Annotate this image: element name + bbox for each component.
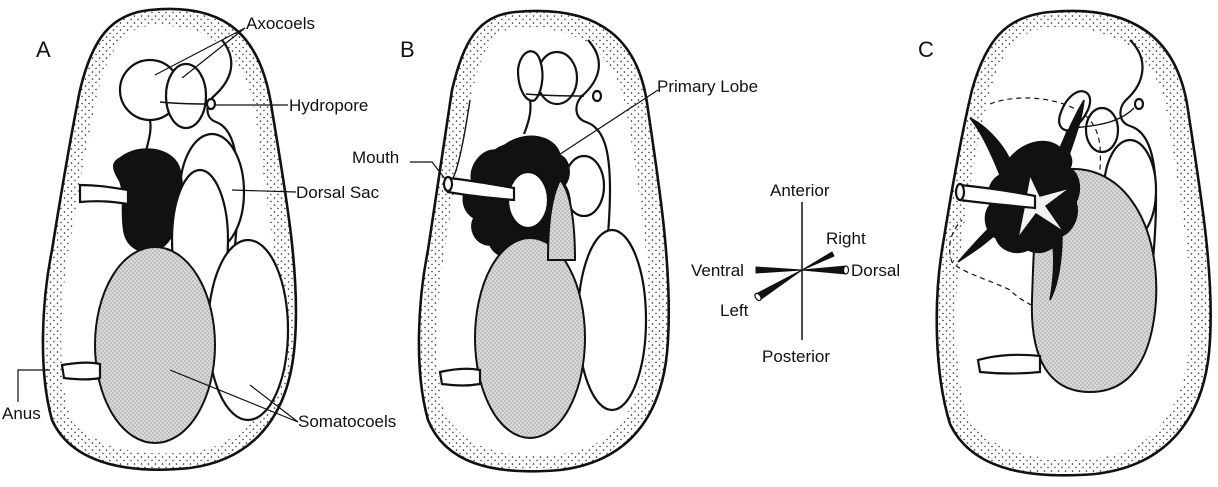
primary-lobe-label: Primary Lobe [657, 77, 758, 96]
panel-b: B Mouth Primary Lobe [352, 11, 758, 471]
somatocoel-left-b [475, 238, 585, 438]
panel-c-letter: C [918, 37, 934, 62]
right-label: Right [826, 229, 866, 248]
ventral-rod [756, 267, 802, 273]
anus-tube-c [978, 355, 1040, 374]
panel-c: C [918, 11, 1211, 475]
hydropore [593, 91, 601, 101]
hydropore [1135, 99, 1143, 109]
panel-a-letter: A [36, 37, 51, 62]
axocoel-right [1086, 108, 1118, 152]
mouth [956, 184, 964, 200]
dorsal-label: Dorsal [851, 261, 900, 280]
mouth-label: Mouth [352, 148, 399, 167]
anus-label: Anus [2, 404, 41, 423]
anterior-label: Anterior [770, 181, 830, 200]
anus-tube-a [62, 363, 100, 380]
axocoels-label: Axocoels [246, 14, 315, 33]
somatocoel-left-a [95, 247, 215, 443]
panel-b-letter: B [400, 37, 415, 62]
mouth-tube-a [80, 185, 128, 204]
anus-tube-b [440, 369, 480, 386]
orientation-axes: Anterior Right Ventral Dorsal Left Poste… [691, 181, 900, 366]
axocoel-right [166, 64, 206, 128]
somatocoels-label: Somatocoels [298, 412, 396, 431]
hydropore-label: Hydropore [289, 96, 368, 115]
ventral-label: Ventral [691, 261, 744, 280]
dorsal-rod-end [844, 266, 849, 274]
left-label: Left [720, 301, 749, 320]
somatocoel-right-b [578, 230, 646, 410]
hydropore [207, 99, 215, 109]
dorsal-sac-label: Dorsal Sac [296, 183, 380, 202]
somatocoel-right-a [208, 240, 288, 420]
left-rod [756, 270, 802, 300]
panel-a: A Axocoels Hydropore Dors [2, 9, 396, 470]
posterior-label: Posterior [762, 347, 830, 366]
